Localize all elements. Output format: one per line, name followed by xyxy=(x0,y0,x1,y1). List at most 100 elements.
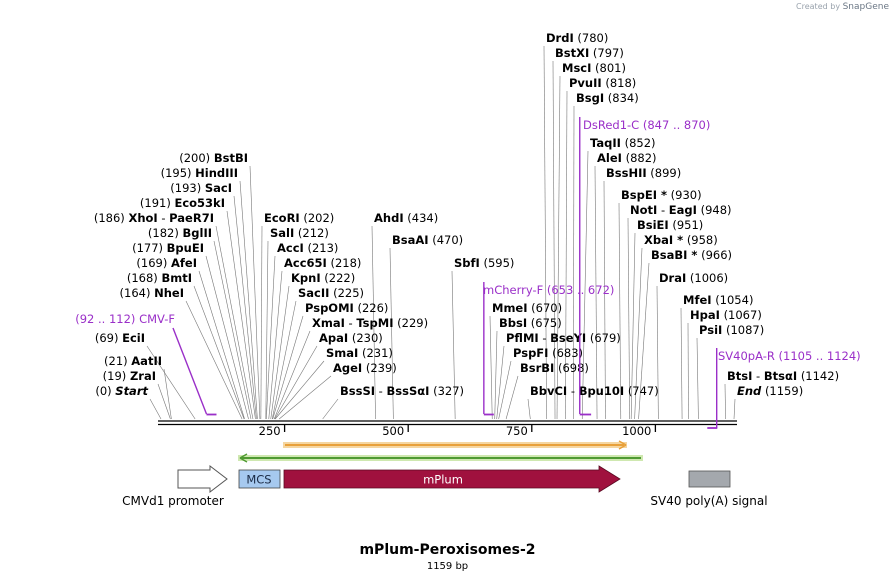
site-alei[interactable]: AleI (882) xyxy=(597,151,657,165)
leader-line-bsiei xyxy=(630,232,636,420)
site-start[interactable]: (0) Start xyxy=(95,384,148,398)
leader-line-bspei xyxy=(618,202,622,420)
site-bsaai[interactable]: BsaAI (470) xyxy=(392,233,463,247)
leader-line-alei xyxy=(594,165,598,420)
site-bsgi[interactable]: BsgI (834) xyxy=(576,91,639,105)
site-hpai[interactable]: HpaI (1067) xyxy=(690,308,762,322)
site-label-kpni: KpnI (222) xyxy=(291,271,355,285)
leader-line-apai xyxy=(274,345,318,420)
site-label-bsssi: BssSI - BssSαI (327) xyxy=(340,384,464,398)
site-hindiii[interactable]: (195) HindIII xyxy=(161,166,238,180)
primer-dsred1-c[interactable]: DsRed1-C (847 .. 870) xyxy=(579,117,711,416)
site-bsiei[interactable]: BsiEI (951) xyxy=(637,218,703,232)
site-sbfi[interactable]: SbfI (595) xyxy=(454,256,514,270)
site-leader-lines xyxy=(146,45,736,420)
primer-sv40pa-r[interactable]: SV40pA-R (1105 .. 1124) xyxy=(707,348,861,429)
primer-label-cmv-f: (92 .. 112) CMV-F xyxy=(75,312,175,326)
site-xbai[interactable]: XbaI * (958) xyxy=(644,233,718,247)
site-aatii[interactable]: (21) AatII xyxy=(104,354,162,368)
leader-line-bbsi xyxy=(494,330,498,420)
site-saci[interactable]: (193) SacI xyxy=(170,181,232,195)
feature-mcs[interactable]: MCS xyxy=(238,469,281,489)
site-pspfi[interactable]: PspFI (683) xyxy=(513,346,583,360)
site-noti[interactable]: NotI - EagI (948) xyxy=(630,203,732,217)
feature-sv40-polya[interactable]: SV40 poly(A) signal xyxy=(650,470,768,508)
leader-line-acci xyxy=(266,255,276,420)
site-label-xmai: XmaI - TspMI (229) xyxy=(312,316,428,330)
site-msci[interactable]: MscI (801) xyxy=(562,61,626,75)
site-drdi[interactable]: DrdI (780) xyxy=(546,31,608,45)
leader-line-hpai xyxy=(687,322,689,420)
site-drai[interactable]: DraI (1006) xyxy=(659,271,728,285)
site-label-bstbi: (200) BstBI xyxy=(179,151,248,165)
primer-cmv-f[interactable]: (92 .. 112) CMV-F xyxy=(75,312,217,416)
site-label-hindiii: (195) HindIII xyxy=(161,166,238,180)
leader-line-xmai xyxy=(273,330,311,420)
site-label-drai: DraI (1006) xyxy=(659,271,728,285)
site-pvuii[interactable]: PvuII (818) xyxy=(569,76,636,90)
site-xhoi[interactable]: (186) XhoI - PaeR7I xyxy=(94,211,214,225)
site-label-hpai: HpaI (1067) xyxy=(690,308,762,322)
site-label-afei: (169) AfeI xyxy=(136,256,197,270)
feature-mplum[interactable]: mPlum xyxy=(283,465,621,493)
site-ecii[interactable]: (69) EciI xyxy=(95,331,145,345)
site-smai[interactable]: SmaI (231) xyxy=(326,346,393,360)
site-kpni[interactable]: KpnI (222) xyxy=(291,271,355,285)
site-label-xhoi: (186) XhoI - PaeR7I xyxy=(94,211,214,225)
site-bbsi[interactable]: BbsI (675) xyxy=(499,316,562,330)
leader-line-saci xyxy=(233,195,257,420)
site-label-pvuii: PvuII (818) xyxy=(569,76,636,90)
site-bpuei[interactable]: (177) BpuEI xyxy=(132,241,204,255)
site-mfei[interactable]: MfeI (1054) xyxy=(683,293,753,307)
site-nhei[interactable]: (164) NheI xyxy=(120,286,184,300)
site-bstxi[interactable]: BstXI (797) xyxy=(555,46,624,60)
site-ahdi[interactable]: AhdI (434) xyxy=(374,211,438,225)
site-bglii[interactable]: (182) BglII xyxy=(148,226,212,240)
primer-label-dsred1-c: DsRed1-C (847 .. 870) xyxy=(583,118,710,132)
site-zrai[interactable]: (19) ZraI xyxy=(103,369,156,383)
site-apai[interactable]: ApaI (230) xyxy=(319,331,383,345)
site-bsrbi[interactable]: BsrBI (698) xyxy=(520,361,589,375)
site-ecori[interactable]: EcoRI (202) xyxy=(264,211,334,225)
site-bsabi[interactable]: BsaBI * (966) xyxy=(651,248,732,262)
site-xmai[interactable]: XmaI - TspMI (229) xyxy=(312,316,428,330)
site-label-bsshii: BssHII (899) xyxy=(606,166,681,180)
site-pspomi[interactable]: PspOMI (226) xyxy=(305,301,388,315)
site-eco53ki[interactable]: (191) Eco53kI xyxy=(140,196,225,210)
site-psii[interactable]: PsiI (1087) xyxy=(699,323,764,337)
site-label-saci: (193) SacI xyxy=(170,181,232,195)
site-afei[interactable]: (169) AfeI xyxy=(136,256,197,270)
site-bstbi[interactable]: (200) BstBI xyxy=(179,151,248,165)
primers: (92 .. 112) CMV-F mCherry-F (653 .. 672) D… xyxy=(75,117,861,429)
site-btsi[interactable]: BtsI - BtsαI (1142) xyxy=(727,369,839,383)
feature-cmvd1-promoter[interactable]: CMVd1 promoter xyxy=(122,464,228,508)
site-taqii[interactable]: TaqII (852) xyxy=(590,136,656,150)
site-bspei[interactable]: BspEI * (930) xyxy=(621,188,702,202)
leader-line-agei xyxy=(278,375,332,420)
leader-line-bsssi xyxy=(322,398,339,420)
site-label-bstxi: BstXI (797) xyxy=(555,46,624,60)
site-bsshii[interactable]: BssHII (899) xyxy=(606,166,681,180)
site-label-taqii: TaqII (852) xyxy=(590,136,656,150)
ruler-tick-label: 250 xyxy=(259,424,281,438)
site-sali[interactable]: SalI (212) xyxy=(270,226,329,240)
site-label-zrai: (19) ZraI xyxy=(103,369,156,383)
site-label-bbvci: BbvCI - Bpu10I (747) xyxy=(530,384,659,398)
site-acci[interactable]: AccI (213) xyxy=(277,241,338,255)
primer-mcherry-f[interactable]: mCherry-F (653 .. 672) xyxy=(483,282,614,416)
site-bbvci[interactable]: BbvCI - Bpu10I (747) xyxy=(530,384,659,398)
site-label-ecii: (69) EciI xyxy=(95,331,145,345)
leader-line-zrai xyxy=(157,383,171,420)
site-pflmi[interactable]: PflMI - BseYI (679) xyxy=(506,331,621,345)
site-sacii[interactable]: SacII (225) xyxy=(298,286,364,300)
site-bmti[interactable]: (168) BmtI xyxy=(127,271,192,285)
site-bsssi[interactable]: BssSI - BssSαI (327) xyxy=(340,384,464,398)
site-mmei[interactable]: MmeI (670) xyxy=(492,301,562,315)
site-label-aatii: (21) AatII xyxy=(104,354,162,368)
site-end[interactable]: End (1159) xyxy=(737,384,803,398)
site-agei[interactable]: AgeI (239) xyxy=(333,361,397,375)
site-label-bglii: (182) BglII xyxy=(148,226,212,240)
site-acc65i[interactable]: Acc65I (218) xyxy=(284,256,361,270)
leader-line-pvuii xyxy=(565,90,568,420)
